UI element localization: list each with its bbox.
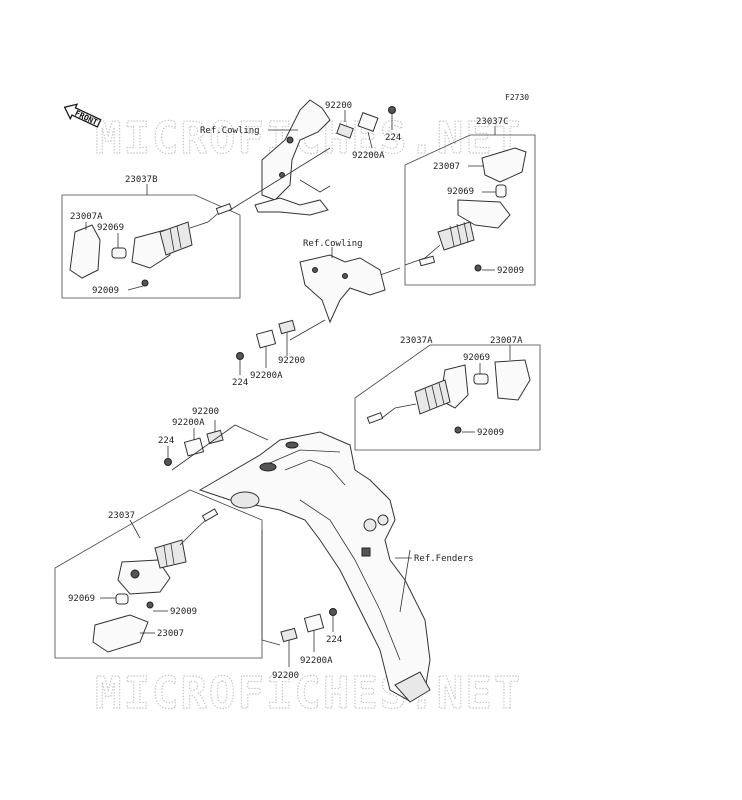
label-23037: 23037 <box>108 511 135 521</box>
label-92200-left: 92200 <box>192 407 219 417</box>
label-23007-right: 23007 <box>433 162 460 172</box>
cowling-bracket-mid <box>299 254 386 324</box>
label-23037c: 23037C <box>476 117 509 127</box>
label-224-bottom: 224 <box>326 635 342 645</box>
lens-23007-left-rear <box>92 614 149 653</box>
housing-right-front <box>457 199 511 229</box>
bulb-92069-right <box>495 184 507 198</box>
label-224-top: 224 <box>385 133 401 143</box>
lens-23007-right <box>481 147 527 183</box>
grommet-92200-bottom <box>280 627 298 643</box>
label-92009-left: 92009 <box>92 286 119 296</box>
bulb-92069-right-rear <box>473 373 489 385</box>
label-23007a-left: 23007A <box>70 212 103 222</box>
screw-92009-right <box>474 264 482 272</box>
label-92200-bottom: 92200 <box>272 671 299 681</box>
label-23037b: 23037B <box>125 175 158 185</box>
label-23007a-right: 23007A <box>490 336 523 346</box>
front-label: FRONT <box>73 109 99 127</box>
grommet-92200-top <box>336 123 354 139</box>
cowling-bracket-top <box>254 99 331 216</box>
label-92009-left-rear: 92009 <box>170 607 197 617</box>
bulb-92069-left <box>111 247 127 259</box>
figure-code: F2730 <box>505 93 529 102</box>
label-92069-right-rear: 92069 <box>463 353 490 363</box>
housing-left-front <box>131 229 171 269</box>
label-92069-right: 92069 <box>447 187 474 197</box>
lens-23007a-left <box>69 224 101 279</box>
clip-92200a-top <box>357 112 379 132</box>
label-92069-left-rear: 92069 <box>68 594 95 604</box>
box-23037a <box>354 344 541 451</box>
box-23037b <box>61 194 241 299</box>
screw-92009-left <box>141 279 149 287</box>
screw-224-left <box>164 458 172 466</box>
label-ref-cowling-mid: Ref.Cowling <box>303 239 363 249</box>
label-92009-right-rear: 92009 <box>477 428 504 438</box>
grommet-92200-mid <box>278 319 296 335</box>
lens-23007a-right <box>494 359 531 401</box>
screw-224-bottom <box>329 608 337 616</box>
bulb-92069-left-rear <box>115 593 129 605</box>
label-ref-cowling-top: Ref.Cowling <box>200 126 260 136</box>
label-224-mid: 224 <box>232 378 248 388</box>
screw-224-mid <box>236 352 244 360</box>
clip-92200a-left <box>183 437 205 457</box>
clip-92200a-mid <box>255 329 277 349</box>
label-92200a-bottom: 92200A <box>300 656 333 666</box>
grommet-92200-left <box>206 429 224 445</box>
rear-fender <box>198 431 431 703</box>
clip-92200a-bottom <box>303 613 325 633</box>
label-23007-left-rear: 23007 <box>157 629 184 639</box>
label-92200a-mid: 92200A <box>250 371 283 381</box>
label-92200a-left: 92200A <box>172 418 205 428</box>
watermark-bottom: MICROFICHES.NET <box>95 668 522 719</box>
screw-92009-right-rear <box>454 426 462 434</box>
label-ref-fenders: Ref.Fenders <box>414 554 474 564</box>
label-92009-right: 92009 <box>497 266 524 276</box>
screw-92009-left-rear <box>146 601 154 609</box>
label-92200-top: 92200 <box>325 101 352 111</box>
label-23037a: 23037A <box>400 336 433 346</box>
screw-224-top <box>388 106 396 114</box>
label-224-left: 224 <box>158 436 174 446</box>
label-92069-left: 92069 <box>97 223 124 233</box>
label-92200-mid: 92200 <box>278 356 305 366</box>
label-92200a-top: 92200A <box>352 151 385 161</box>
